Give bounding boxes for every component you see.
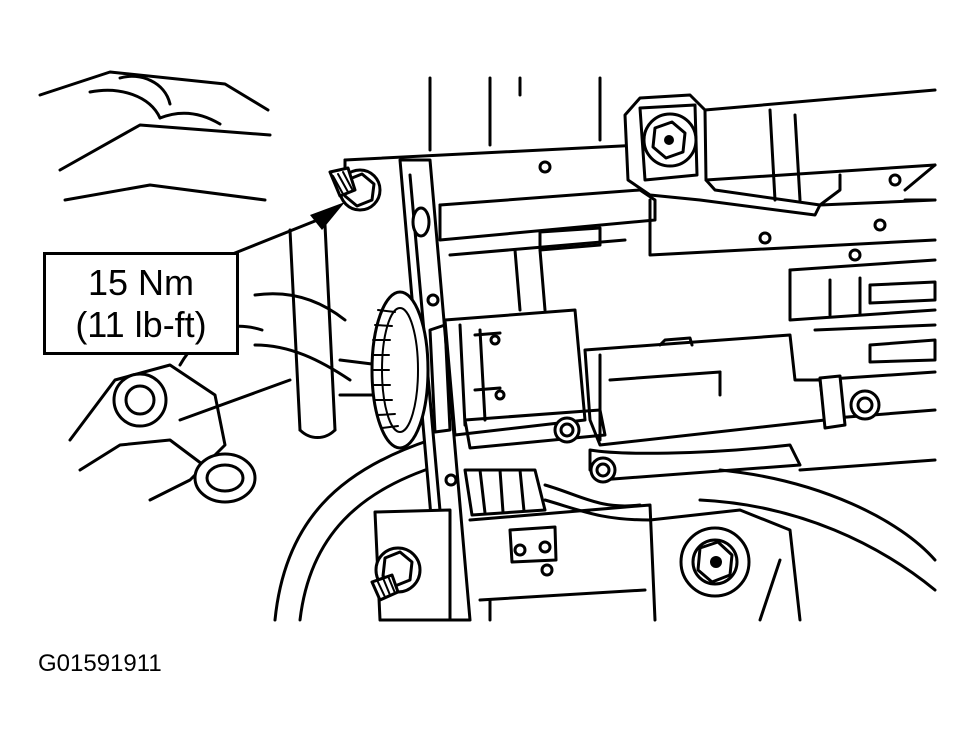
callout-leader [228, 202, 345, 257]
intermediate-shaft [253, 223, 382, 439]
torque-value-nm: 15 Nm [87, 261, 195, 303]
torque-callout-box: 15 Nm (11 lb-ft) [43, 252, 239, 355]
lower-left-bolt [370, 546, 422, 602]
upper-left-housing [38, 70, 272, 202]
column-motor [428, 308, 881, 484]
callout-bolt [328, 166, 382, 212]
electrical-connector [463, 468, 652, 522]
tone-ring [370, 290, 430, 450]
upper-right-nut [642, 112, 698, 168]
outline-arcs [273, 438, 937, 622]
left-knuckle-bracket [68, 324, 292, 504]
upper-frame [343, 76, 657, 312]
figure-id: G01591911 [38, 650, 162, 677]
lower-right-nut [679, 526, 751, 598]
torque-value-lbft: (11 lb-ft) [75, 303, 207, 345]
